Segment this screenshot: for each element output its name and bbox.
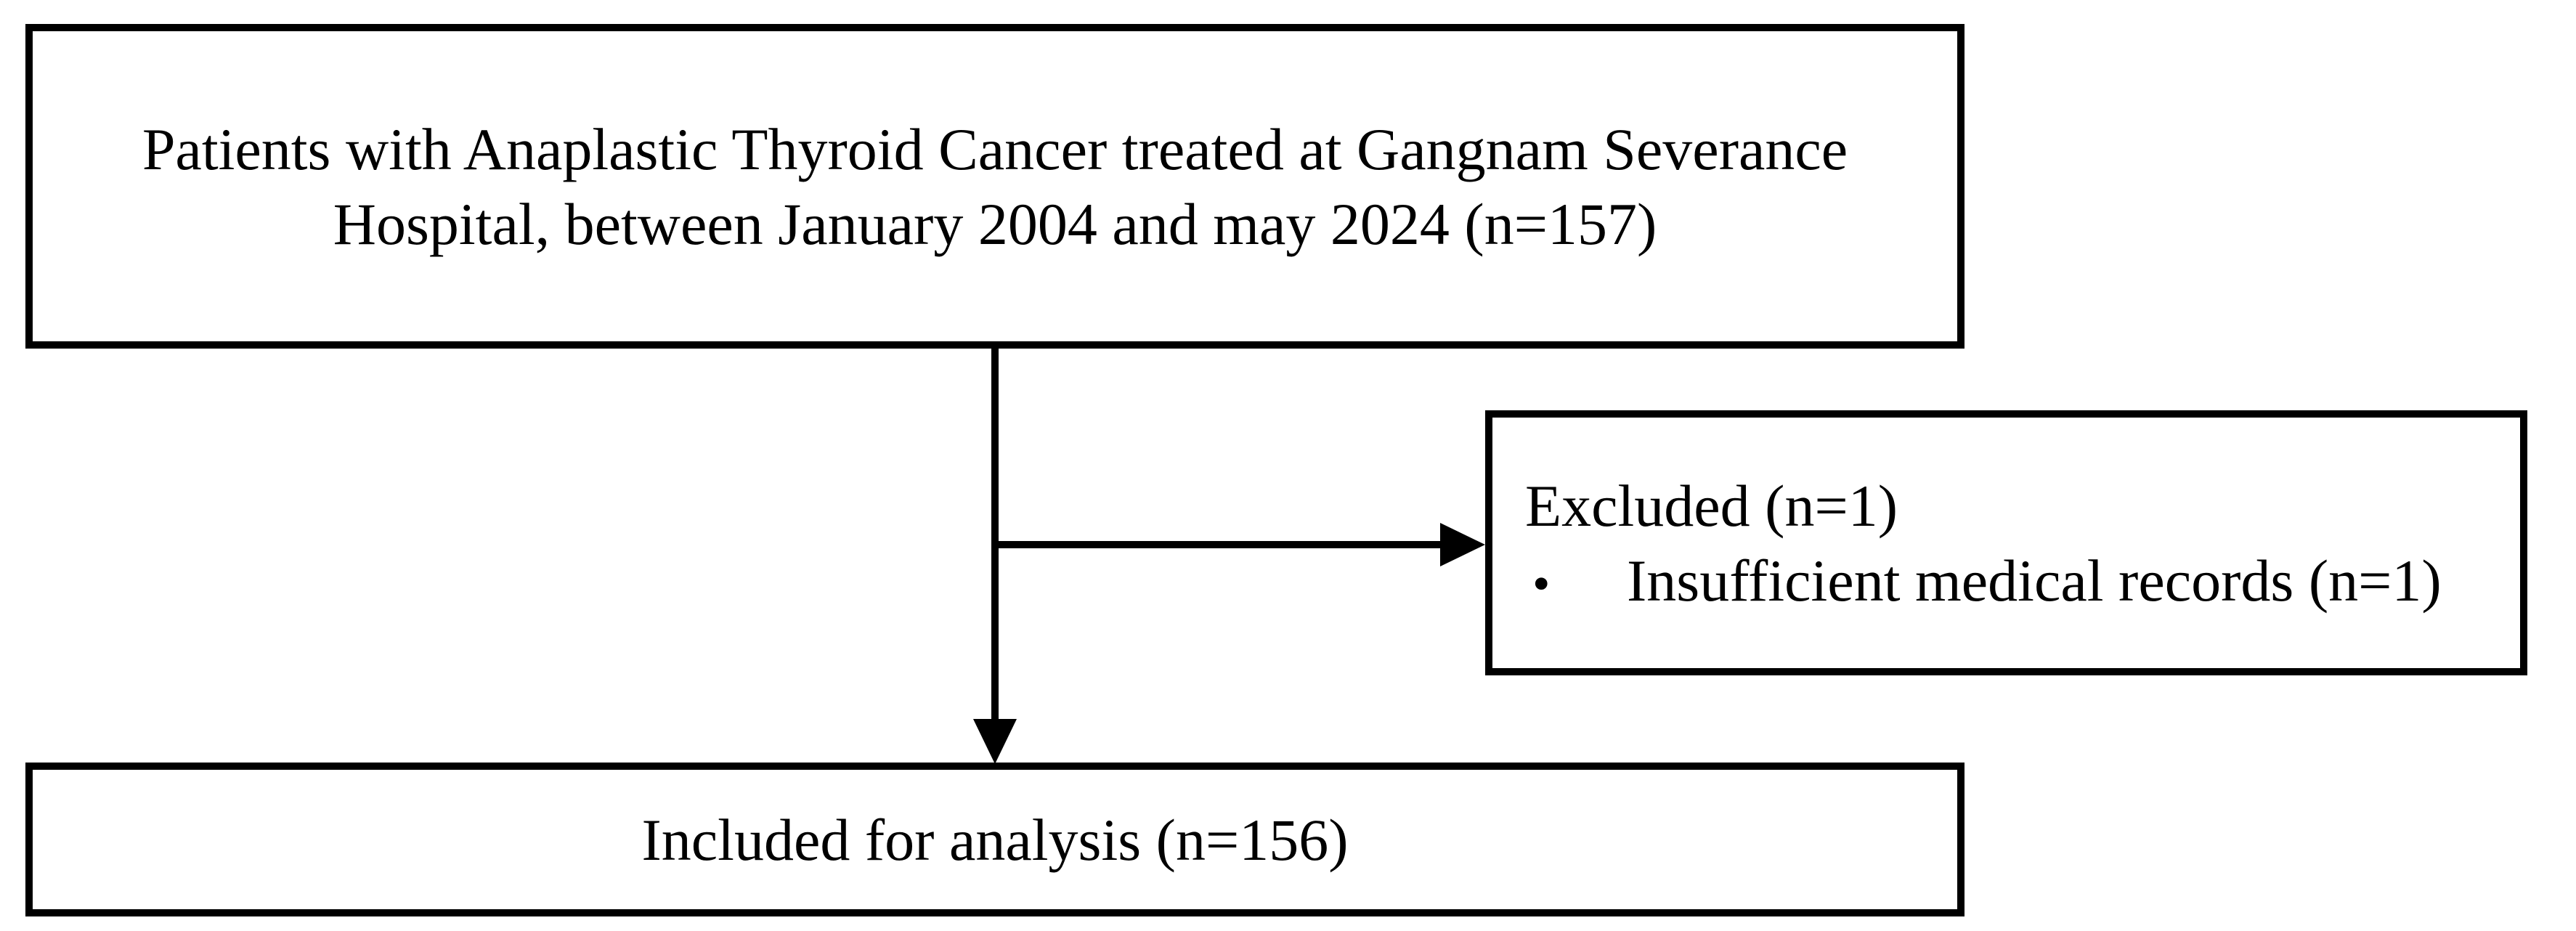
node-included: Included for analysis (n=156): [25, 763, 1964, 916]
arrow-right-icon: [1440, 523, 1485, 566]
excluded-bullet-text: Insufficient medical records (n=1): [1627, 547, 2442, 614]
vertical-connector-line: [991, 349, 999, 720]
excluded-content: Excluded (n=1) • Insufficient medical re…: [1492, 468, 2442, 618]
arrow-down-icon: [973, 719, 1017, 764]
excluded-title: Excluded (n=1): [1525, 472, 1898, 539]
branch-connector-line: [991, 541, 1442, 548]
source-text-line2: Hospital, between January 2004 and may 2…: [333, 190, 1657, 257]
excluded-bullet-row: • Insufficient medical records (n=1): [1525, 543, 2442, 618]
source-text-line1: Patients with Anaplastic Thyroid Cancer …: [142, 115, 1848, 182]
included-label: Included for analysis (n=156): [641, 806, 1349, 873]
node-source-population: Patients with Anaplastic Thyroid Cancer …: [25, 24, 1964, 349]
node-excluded: Excluded (n=1) • Insufficient medical re…: [1485, 410, 2527, 675]
bullet-icon: •: [1532, 556, 1551, 612]
